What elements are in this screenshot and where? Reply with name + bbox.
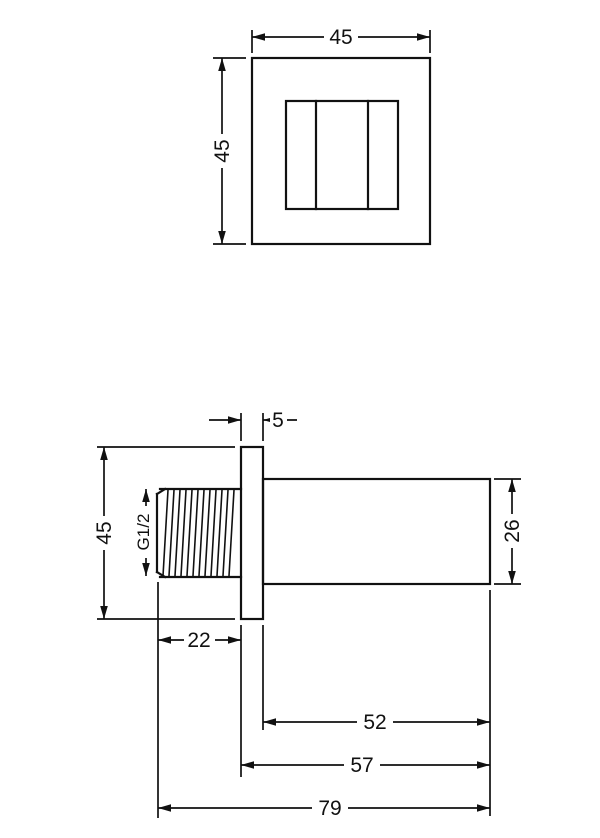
body-height-dimension: 26 bbox=[494, 478, 524, 585]
top-width-label: 45 bbox=[329, 26, 352, 49]
label-backdrop bbox=[131, 506, 155, 558]
body-length-label: 52 bbox=[363, 711, 386, 734]
top-width-dimension: 45 bbox=[251, 26, 431, 53]
body bbox=[261, 477, 492, 586]
side-view bbox=[155, 445, 492, 621]
label-backdrop bbox=[92, 516, 116, 550]
flange-thickness-dimension: 5 bbox=[209, 408, 297, 441]
body-length-dimension: 52 bbox=[263, 711, 490, 734]
body-flange-length-dimension: 57 bbox=[241, 754, 490, 777]
flange-thickness-label: 5 bbox=[272, 409, 284, 432]
top-height-dimension: 45 bbox=[209, 57, 246, 245]
flange bbox=[239, 445, 265, 621]
flange-height-label: 45 bbox=[93, 521, 116, 544]
thread-spec-dimension: G1/2 bbox=[131, 489, 155, 576]
bottom-extension-lines bbox=[157, 582, 491, 818]
thread-spec-label: G1/2 bbox=[134, 514, 153, 551]
label-backdrop bbox=[344, 754, 380, 776]
top-view-outer-square bbox=[250, 56, 432, 246]
thread-chamfer-top bbox=[155, 487, 167, 496]
label-backdrop bbox=[500, 514, 524, 548]
top-height-label: 45 bbox=[211, 139, 234, 162]
label-backdrop bbox=[357, 711, 393, 733]
label-backdrop bbox=[184, 629, 215, 651]
top-view bbox=[250, 56, 432, 246]
total-length-label: 79 bbox=[318, 797, 341, 820]
thread-hatch bbox=[162, 489, 235, 577]
thread-length-dimension: 22 bbox=[158, 629, 241, 652]
flange-height-dimension: 45 bbox=[92, 446, 235, 620]
body-height-label: 26 bbox=[501, 519, 524, 542]
label-backdrop bbox=[324, 26, 358, 48]
top-view-inner-square bbox=[284, 99, 400, 211]
thread bbox=[155, 487, 243, 579]
total-length-dimension: 79 bbox=[158, 797, 490, 820]
label-backdrop bbox=[209, 134, 235, 168]
body-flange-length-label: 57 bbox=[350, 754, 373, 777]
label-backdrop bbox=[270, 408, 287, 431]
label-backdrop bbox=[312, 797, 348, 819]
thread-length-label: 22 bbox=[187, 629, 210, 652]
